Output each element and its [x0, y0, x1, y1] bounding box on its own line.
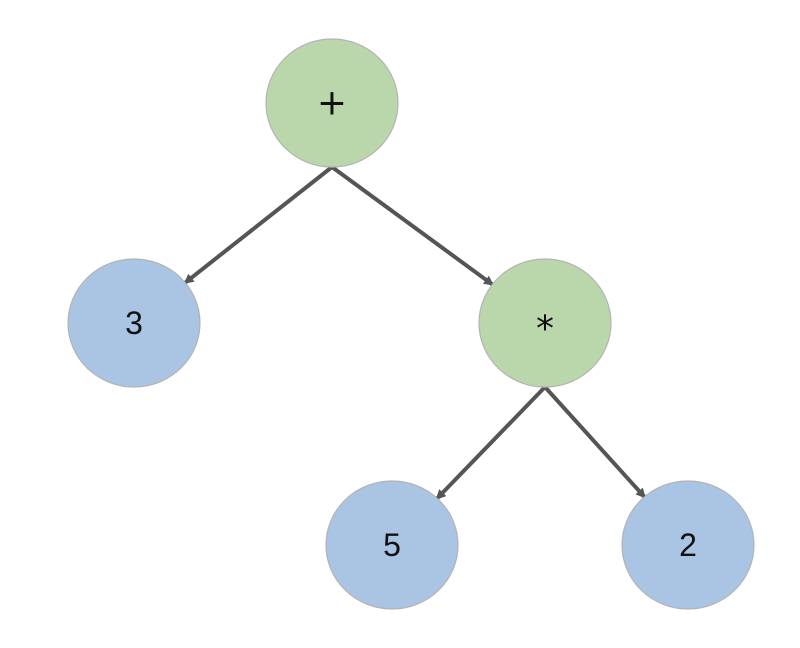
node-circle-three — [67, 258, 201, 388]
node-circle-two — [621, 480, 755, 610]
node-label-three: 3 — [125, 305, 143, 341]
node-label-times: * — [536, 309, 554, 350]
nodes-layer: +3 * 5 2 — [67, 38, 755, 610]
tree-node-five: 5 — [325, 480, 459, 610]
node-circle-plus — [265, 38, 399, 168]
node-label-two: 2 — [679, 527, 697, 563]
edges-layer — [183, 165, 646, 500]
tree-node-two: 2 — [621, 480, 755, 610]
tree-node-times: * — [478, 258, 612, 388]
edge-arrow-plus-to-times — [330, 165, 494, 287]
node-circle-times — [478, 258, 612, 388]
edge-arrow-times-to-five — [435, 385, 547, 500]
tree-node-three: 3 — [67, 258, 201, 388]
node-circle-five — [325, 480, 459, 610]
edge-arrow-times-to-two — [543, 385, 646, 499]
node-label-plus: + — [317, 83, 347, 124]
node-label-five: 5 — [383, 527, 401, 563]
tree-node-plus: + — [265, 38, 399, 168]
edge-arrow-plus-to-three — [183, 165, 334, 285]
